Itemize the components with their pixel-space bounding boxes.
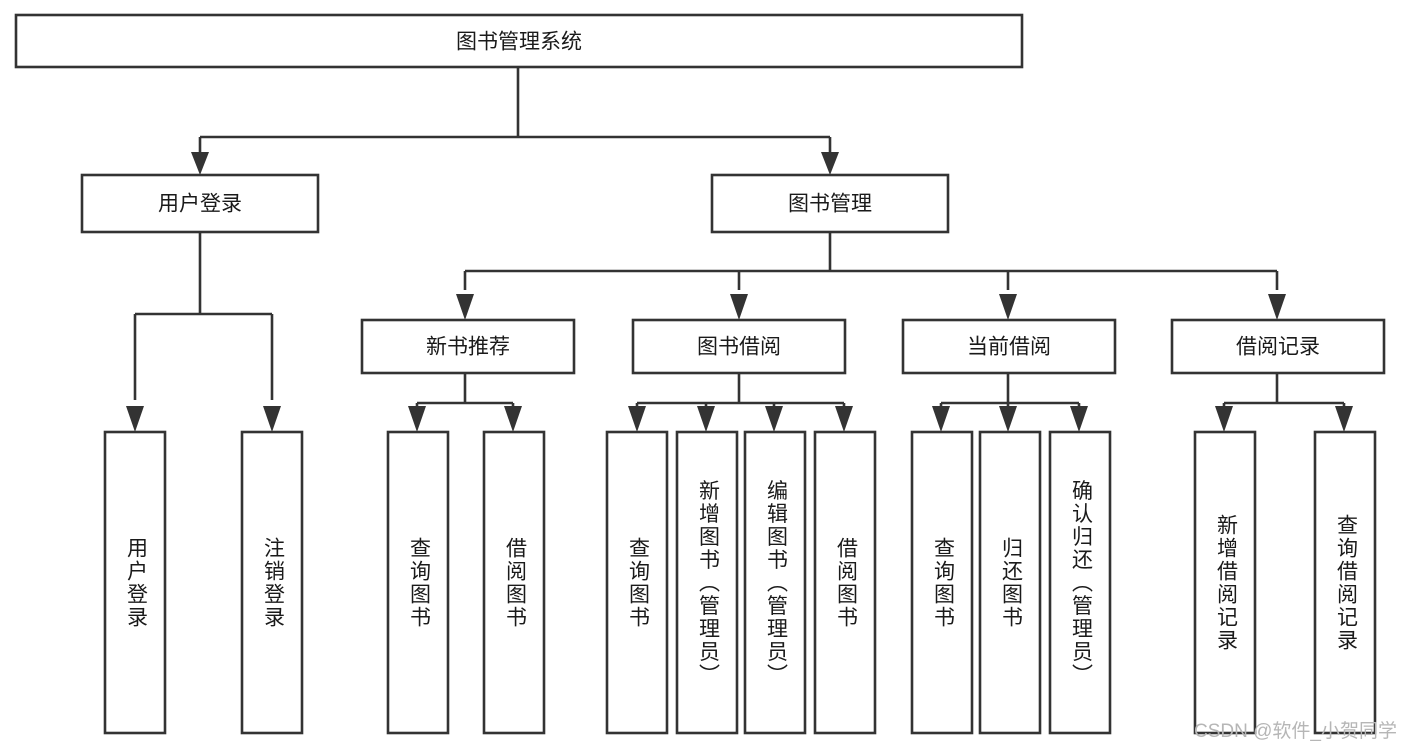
arrow-icon-current-borrow [999, 294, 1017, 320]
node-leaf-confirm-return-box[interactable] [1048, 430, 1112, 735]
node-leaf-query-book-3[interactable]: 查询图书 [910, 430, 974, 735]
arrow-icon-leaf-user-login [126, 406, 144, 432]
arrow-icon-book-management [821, 152, 839, 175]
node-leaf-confirm-return[interactable]: 确认归还（管理员） [1048, 430, 1112, 735]
node-root-box[interactable] [14, 13, 1024, 69]
node-book-borrow-label: 图书借阅 [697, 336, 781, 359]
arrow-icon-leaf-borrow-book-1 [504, 406, 522, 432]
node-user-login-label: 用户登录 [158, 193, 242, 216]
node-leaf-query-record[interactable]: 查询借阅记录 [1313, 430, 1377, 735]
node-leaf-edit-book-label: 编辑图书（管理员） [765, 480, 789, 687]
node-leaf-borrow-book-2-label: 借阅图书 [835, 537, 859, 629]
node-leaf-edit-book[interactable]: 编辑图书（管理员） [743, 430, 807, 735]
arrow-icon-user-login [191, 152, 209, 175]
node-leaf-query-book-3-label: 查询图书 [932, 537, 956, 629]
node-leaf-return-book-label: 归还图书 [1000, 537, 1024, 629]
arrow-icon-leaf-user-logout [263, 406, 281, 432]
node-book-management[interactable]: 图书管理 [710, 173, 950, 234]
arrow-icon-leaf-edit-book [765, 406, 783, 432]
node-current-borrow-label: 当前借阅 [967, 336, 1051, 359]
node-leaf-query-book-2[interactable]: 查询图书 [605, 430, 669, 735]
node-borrow-record[interactable]: 借阅记录 [1170, 318, 1386, 375]
node-book-borrow[interactable]: 图书借阅 [631, 318, 847, 375]
arrow-icon-leaf-query-record [1335, 406, 1353, 432]
node-leaf-return-book[interactable]: 归还图书 [978, 430, 1042, 735]
node-leaf-edit-book-box[interactable] [743, 430, 807, 735]
connector-layer [126, 67, 1353, 432]
node-root[interactable]: 图书管理系统 [14, 13, 1024, 69]
node-leaf-confirm-return-label: 确认归还（管理员） [1070, 480, 1094, 687]
arrow-icon-leaf-query-book-2 [628, 406, 646, 432]
node-current-borrow-box[interactable] [901, 318, 1117, 375]
node-leaf-query-book-1-label: 查询图书 [408, 537, 432, 629]
node-leaf-return-book-box[interactable] [978, 430, 1042, 735]
arrow-icon-leaf-borrow-book-2 [835, 406, 853, 432]
node-leaf-borrow-book-1[interactable]: 借阅图书 [482, 430, 546, 735]
node-leaf-user-login-box[interactable] [103, 430, 167, 735]
node-leaf-user-logout-box[interactable] [240, 430, 304, 735]
node-leaf-borrow-book-2[interactable]: 借阅图书 [813, 430, 877, 735]
node-leaf-user-logout-label: 注销登录 [262, 537, 286, 629]
node-leaf-add-book[interactable]: 新增图书（管理员） [675, 430, 739, 735]
node-leaf-query-book-1-box[interactable] [386, 430, 450, 735]
node-leaf-add-record-box[interactable] [1193, 430, 1257, 735]
node-leaf-user-login[interactable]: 用户登录 [103, 430, 167, 735]
node-user-login[interactable]: 用户登录 [80, 173, 320, 234]
node-leaf-query-book-1[interactable]: 查询图书 [386, 430, 450, 735]
node-borrow-record-box[interactable] [1170, 318, 1386, 375]
node-leaf-add-record-label: 新增借阅记录 [1215, 514, 1239, 652]
arrow-icon-leaf-add-book [697, 406, 715, 432]
node-leaf-borrow-book-1-label: 借阅图书 [504, 537, 528, 629]
node-leaf-add-record[interactable]: 新增借阅记录 [1193, 430, 1257, 735]
node-borrow-record-label: 借阅记录 [1236, 336, 1320, 359]
arrow-icon-new-book-recommend [456, 294, 474, 320]
arrow-icon-leaf-confirm-return [1070, 406, 1088, 432]
node-leaf-add-book-box[interactable] [675, 430, 739, 735]
node-new-book-recommend[interactable]: 新书推荐 [360, 318, 576, 375]
node-book-management-box[interactable] [710, 173, 950, 234]
node-leaf-add-book-label: 新增图书（管理员） [697, 480, 721, 687]
arrow-icon-borrow-record [1268, 294, 1286, 320]
node-leaf-borrow-book-2-box[interactable] [813, 430, 877, 735]
node-leaf-query-record-label: 查询借阅记录 [1335, 514, 1359, 652]
arrow-icon-leaf-add-record [1215, 406, 1233, 432]
node-leaf-query-book-3-box[interactable] [910, 430, 974, 735]
node-root-label: 图书管理系统 [456, 31, 582, 54]
node-current-borrow[interactable]: 当前借阅 [901, 318, 1117, 375]
node-leaf-query-book-2-label: 查询图书 [627, 537, 651, 629]
node-new-book-recommend-label: 新书推荐 [426, 336, 510, 359]
node-leaf-borrow-book-1-box[interactable] [482, 430, 546, 735]
node-leaf-query-record-box[interactable] [1313, 430, 1377, 735]
node-book-management-label: 图书管理 [788, 193, 872, 216]
node-user-login-box[interactable] [80, 173, 320, 234]
arrow-icon-leaf-query-book-3 [932, 406, 950, 432]
node-leaf-user-logout[interactable]: 注销登录 [240, 430, 304, 735]
arrow-icon-book-borrow [730, 294, 748, 320]
node-leaf-user-login-label: 用户登录 [125, 537, 149, 629]
node-leaf-query-book-2-box[interactable] [605, 430, 669, 735]
node-new-book-recommend-box[interactable] [360, 318, 576, 375]
csdn-watermark: CSDN @软件_小贺同学 [1194, 721, 1397, 742]
arrow-icon-leaf-query-book-1 [408, 406, 426, 432]
node-book-borrow-box[interactable] [631, 318, 847, 375]
arrow-icon-leaf-return-book [999, 406, 1017, 432]
